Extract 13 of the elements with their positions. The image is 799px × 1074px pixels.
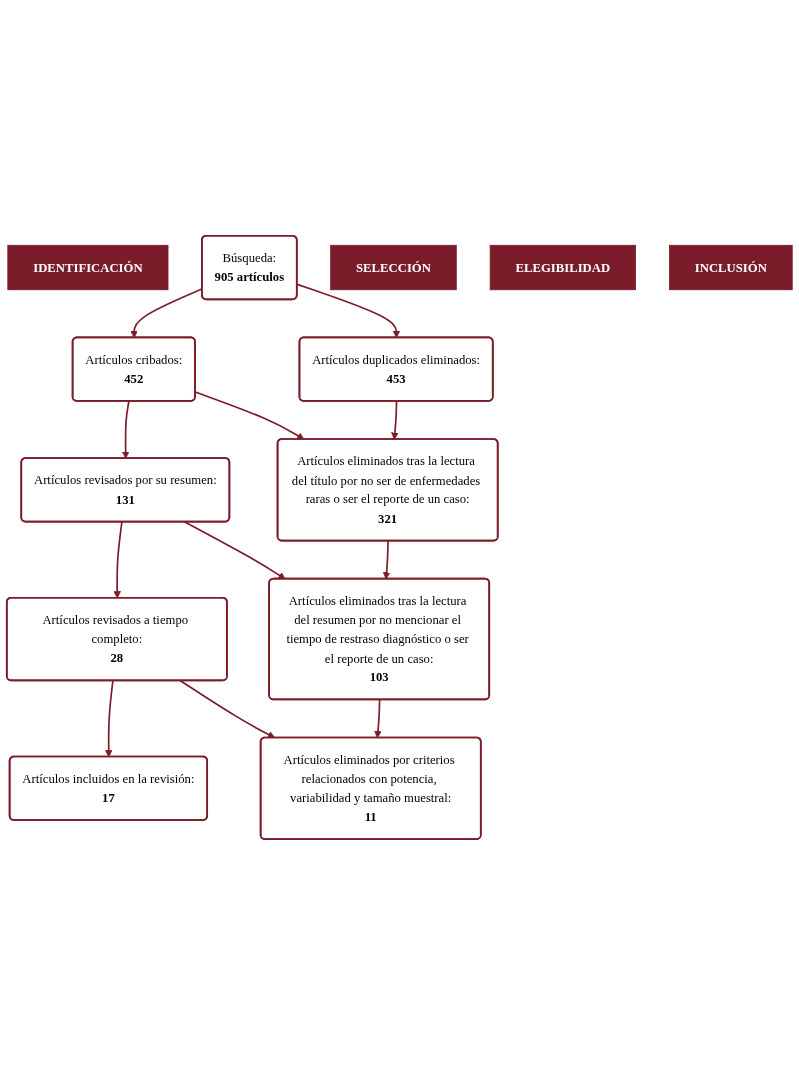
arrow [391,400,399,440]
node-box: ELEGIBILIDAD [489,244,636,290]
arrow [105,679,114,757]
arrow [382,539,391,580]
arrow [296,283,401,338]
arrow [179,679,276,738]
node-box: IDENTIFICACIÓN [7,244,169,290]
arrow [374,698,382,738]
arrow [113,520,123,599]
arrow [183,520,286,580]
node-box: INCLUSIÓN [669,244,793,290]
arrow [121,400,130,459]
node-box: SELECCIÓN [330,244,457,290]
